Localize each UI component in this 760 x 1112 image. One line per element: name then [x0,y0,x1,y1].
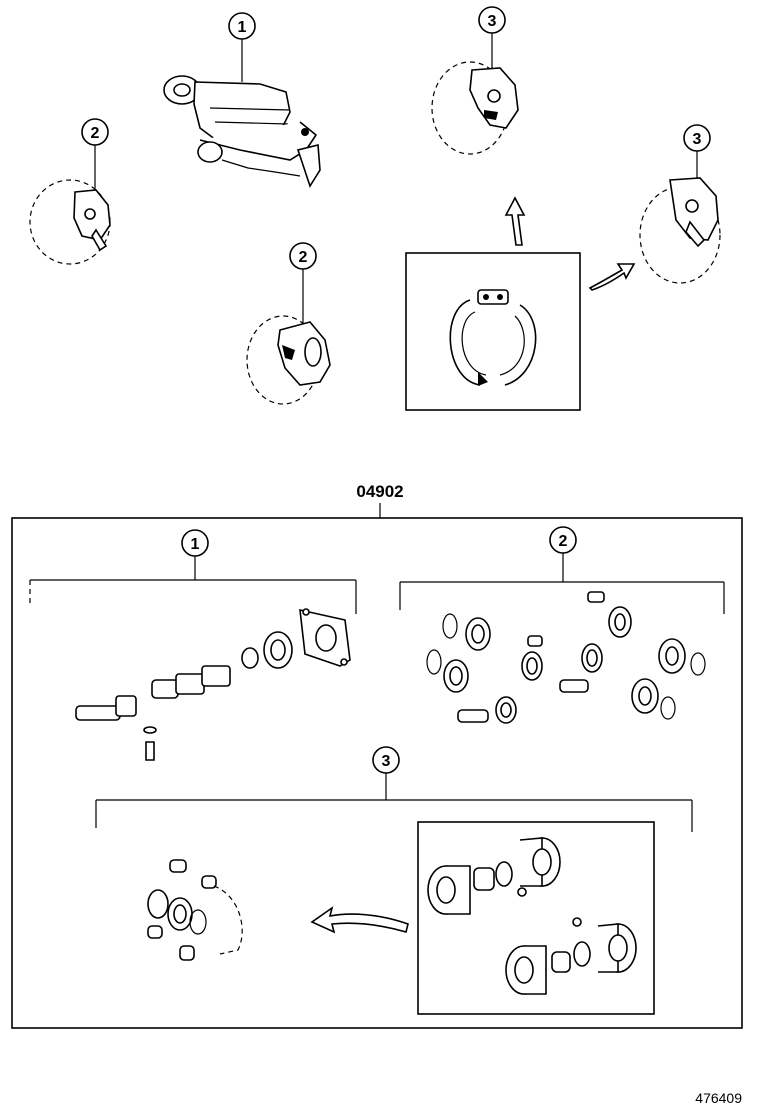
wheel-cylinder-top-right [431,61,519,155]
kit-group-2: 2 [399,526,725,614]
kit-box [11,517,743,1029]
callout-3-top: 3 [478,6,506,72]
callout-3-right: 3 [683,124,711,182]
callout-1-master-cylinder: 1 [228,12,256,82]
callout-label: 1 [191,536,200,553]
kit-group-3: 3 [95,746,693,832]
wheel-cylinder-right [639,177,721,284]
master-cylinder-kit-parts [75,608,351,761]
wheel-cylinder-kit-parts [147,859,243,961]
caliper-middle [246,315,331,405]
kit-group-1: 1 [29,529,357,614]
callout-label: 2 [91,125,100,142]
caliper-kit-parts [426,591,706,724]
callout-label: 3 [488,13,497,30]
callout-2-left: 2 [81,118,109,200]
diagram-id: 476409 [695,1090,742,1106]
callout-label: 3 [693,131,702,148]
kit-part-number: 04902 [356,482,403,501]
callout-label: 2 [559,533,568,550]
callout-label: 2 [299,249,308,266]
arrow-right [588,263,636,291]
callout-2-middle: 2 [289,242,317,328]
drum-brake-inset [405,252,581,411]
arrow-up [504,196,526,246]
callout-label: 1 [238,19,247,36]
callout-label: 3 [382,753,391,770]
wheel-cylinder-left [29,179,111,265]
wheel-cylinder-inset [417,821,655,1015]
arrow-left [310,906,409,934]
brake-master-cylinder [163,75,321,188]
